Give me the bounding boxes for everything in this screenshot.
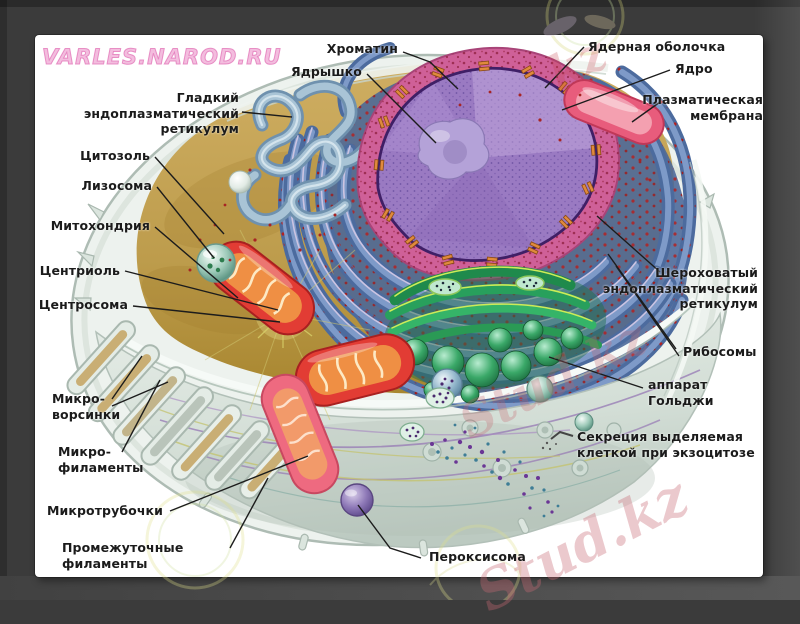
secretion-dots xyxy=(430,423,560,518)
bird-logo-watermark xyxy=(145,0,625,600)
label-peroxisome: Пероксисома xyxy=(429,549,526,564)
nucleus-shape xyxy=(356,46,620,282)
label-intermediate-filaments: Промежуточные филаменты xyxy=(62,540,184,571)
peroxisome-shape xyxy=(340,483,374,517)
secretion-arrow-dots xyxy=(541,441,557,451)
free-ribosomes xyxy=(188,90,662,272)
leader-lines xyxy=(111,46,680,559)
label-nucleus: Ядро xyxy=(675,61,713,76)
nucleolus-shape xyxy=(417,118,490,180)
label-smooth-er: Гладкий эндоплазматический ретикулум xyxy=(83,90,239,137)
lysosome-shape xyxy=(196,243,236,283)
mitochondrion-shape xyxy=(208,240,316,336)
label-mitochondria: Митохондрия xyxy=(50,218,150,233)
label-plasma-membrane: Плазматическая мембрана xyxy=(642,92,763,123)
label-microvilli: Микро- ворсинки xyxy=(52,391,121,422)
secretory-vesicles xyxy=(399,387,455,442)
label-cytosol: Цитозоль xyxy=(80,148,150,163)
frame-left-shadow xyxy=(0,0,7,600)
lysosome-shape xyxy=(526,375,554,403)
golgi-shape xyxy=(383,265,607,404)
mitochondrion-shape xyxy=(294,333,416,407)
label-golgi: аппарат Гольджи xyxy=(648,377,714,408)
label-microtubules: Микротрубочки xyxy=(47,503,163,518)
microvilli-shape xyxy=(66,320,298,500)
mitochondrion-shape xyxy=(260,373,340,495)
smooth-er-shape xyxy=(236,79,387,227)
label-nucleolus: Ядрышко xyxy=(290,64,362,79)
label-microfilaments: Микро- филаменты xyxy=(58,444,144,475)
mitochondrion-shape xyxy=(563,79,665,145)
watermark-site: VARLES.NAROD.RU xyxy=(42,45,282,70)
label-nuclear-envelope: Ядерная оболочка xyxy=(588,39,726,54)
label-secretion: Секреция выделяемая клеткой при экзоцито… xyxy=(577,429,755,460)
label-centriole: Центриоль xyxy=(39,263,120,278)
label-chromatin: Хроматин xyxy=(326,41,398,56)
frame-top-shadow xyxy=(0,0,800,7)
cell-diagram-svg xyxy=(66,0,730,600)
label-ribosomes: Рибосомы xyxy=(683,344,757,359)
frame-bottom-edge xyxy=(0,576,800,600)
label-centrosome: Центросома xyxy=(38,297,128,312)
label-rough-er: Шероховатый эндоплазматический ретикулум xyxy=(602,265,758,312)
label-lysosome: Лизосома xyxy=(81,178,152,193)
